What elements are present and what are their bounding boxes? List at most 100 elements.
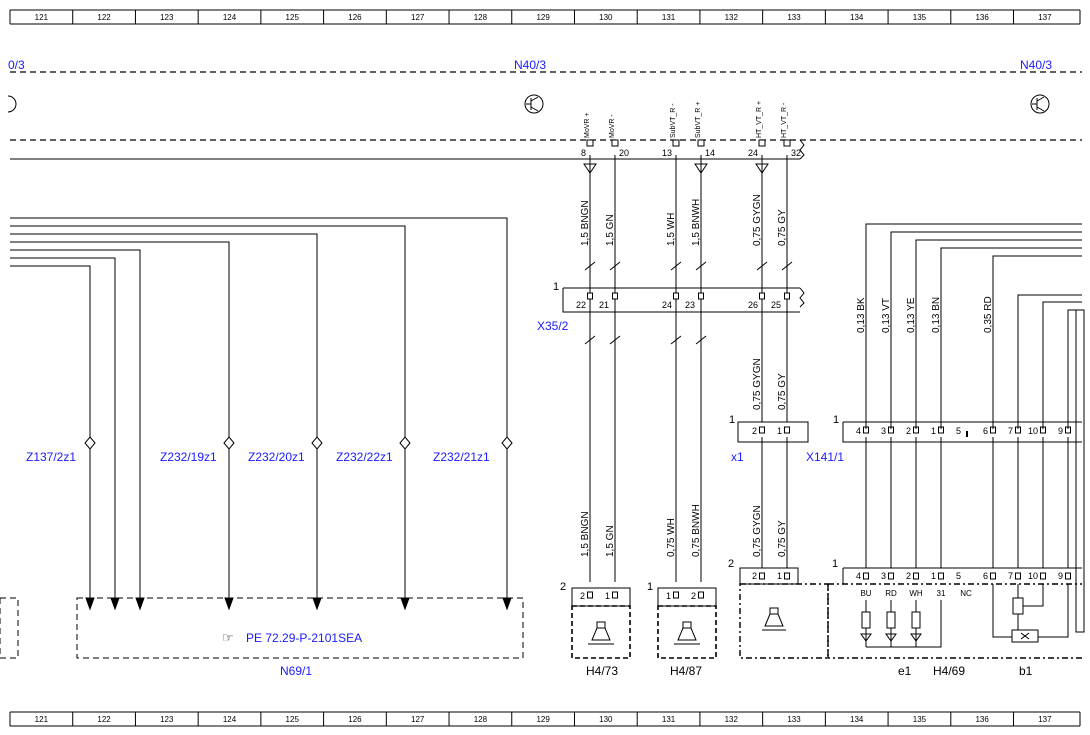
ruler-column-number: 121 xyxy=(35,13,49,22)
module-pin-name: HT_VT_R + xyxy=(756,101,763,138)
connector-pin-number: 5 xyxy=(956,426,961,436)
led-array-icon xyxy=(860,600,942,648)
ruler-column-number: 133 xyxy=(787,13,801,22)
ruler-column-number: 125 xyxy=(286,13,300,22)
wire-label: 0,13 YE xyxy=(906,297,917,333)
ruler-column-number: 125 xyxy=(286,715,300,724)
ruler-column-number: 134 xyxy=(850,715,864,724)
speaker-pin-number: 1 xyxy=(666,591,671,601)
ruler-column-number: 128 xyxy=(474,715,488,724)
connector-mark: 1 xyxy=(833,414,839,426)
unit-pin-number: 5 xyxy=(956,571,961,581)
speaker-pin-number: 1 xyxy=(605,591,610,601)
module-n40-3 xyxy=(10,71,1082,160)
reference-link[interactable]: PE 72.29-P-2101SEA xyxy=(246,631,362,645)
ruler-column-number: 128 xyxy=(474,13,488,22)
left-harness-wires xyxy=(10,217,508,598)
unit-pin-number: 4 xyxy=(856,571,861,581)
module-pin-number: 20 xyxy=(619,148,629,158)
connector-mark: 2 xyxy=(560,581,566,593)
splice-diamonds xyxy=(84,436,513,450)
connector-label: x1 xyxy=(731,450,744,464)
module-label-right: N40/3 xyxy=(1020,58,1052,72)
unit-pin-number: 2 xyxy=(906,571,911,581)
sub-component-b1: b1 xyxy=(1019,664,1033,678)
speaker-icon xyxy=(674,621,700,645)
ruler-column-number: 129 xyxy=(536,13,550,22)
wire-label: 0,75 GY xyxy=(777,520,788,557)
ruler-column-number: 136 xyxy=(975,715,989,724)
ruler-column-number: 132 xyxy=(725,13,739,22)
connector-pin-number: 10 xyxy=(1028,426,1038,436)
ruler-column-number: 127 xyxy=(411,715,425,724)
unit-pin-number: 9 xyxy=(1058,571,1063,581)
speaker-icon xyxy=(588,621,614,645)
unit-pin-number: 2 xyxy=(752,571,757,581)
module-pin-name: MoVR - xyxy=(609,114,616,138)
wire-label: 0,13 BN xyxy=(931,297,942,333)
connector-pin-number: 24 xyxy=(662,300,672,310)
connector-label: X35/2 xyxy=(537,319,569,333)
ruler-column-number: 131 xyxy=(662,13,676,22)
unit-label: H4/69 xyxy=(933,664,965,678)
ruler-column-number: 134 xyxy=(850,13,864,22)
wire-label: 0,13 VT xyxy=(881,298,892,333)
wire-label: 1,5 GN xyxy=(605,214,616,246)
module-pin-name: SubVT_R - xyxy=(670,103,677,138)
partial-unit-left xyxy=(0,597,19,659)
ground-point-label: Z137/2z1 xyxy=(26,450,76,464)
ruler-column-number: 124 xyxy=(223,13,237,22)
connector-pin-number: 23 xyxy=(685,300,695,310)
ground-arrows xyxy=(85,597,512,611)
pin-function-label: NC xyxy=(960,589,972,598)
pin-function-label: RD xyxy=(885,589,897,598)
ruler-column-number: 126 xyxy=(348,715,362,724)
unit-pin-number: 7 xyxy=(1008,571,1013,581)
connector-mark: 1 xyxy=(553,281,559,293)
module-pin-number: 13 xyxy=(662,148,672,158)
connector-mark: 1 xyxy=(647,581,653,593)
ruler-column-number: 135 xyxy=(913,715,927,724)
partial-connector-right xyxy=(1075,309,1085,633)
unit-label: N69/1 xyxy=(280,664,312,678)
wire-label: 0,75 GY xyxy=(777,209,788,246)
speaker-label: H4/73 xyxy=(586,664,618,678)
speaker-pin-number: 2 xyxy=(580,591,585,601)
ruler-column-number: 136 xyxy=(975,13,989,22)
speaker-icon xyxy=(762,607,786,631)
connector-pin-number: 2 xyxy=(906,426,911,436)
ground-marker-icon xyxy=(583,163,769,174)
unit-n69-1: ☞ PE 72.29-P-2101SEA N69/1 xyxy=(76,597,524,678)
connector-pin-number: 1 xyxy=(931,426,936,436)
wire-label: 1,5 BNGN xyxy=(580,511,591,557)
wire-label: 1,5 BNWH xyxy=(691,199,702,246)
pin-function-label: WH xyxy=(909,589,923,598)
connector-mark: 1 xyxy=(832,558,838,570)
wire-label: 1,5 GN xyxy=(605,525,616,557)
connector-pin-number: 9 xyxy=(1058,426,1063,436)
ground-point-label: Z232/22z1 xyxy=(336,450,393,464)
connector-pin-number: 25 xyxy=(771,300,781,310)
module-pin-name: MoVR + xyxy=(584,113,591,138)
ruler-column-number: 122 xyxy=(97,13,111,22)
module-label-left: 0/3 xyxy=(8,58,25,72)
ruler-column-number: 135 xyxy=(913,13,927,22)
ruler-column-number: 131 xyxy=(662,715,676,724)
connector-mark: 2 xyxy=(728,558,734,570)
module-pin-number: 24 xyxy=(748,148,758,158)
unit-pin-number: 1 xyxy=(777,571,782,581)
connector-pin-number: 21 xyxy=(599,300,609,310)
ruler-column-number: 129 xyxy=(536,715,550,724)
speaker-h4-87: 1 H4/87 xyxy=(647,581,717,678)
connector-mark: 1 xyxy=(729,414,735,426)
transistor-icon xyxy=(1030,94,1050,114)
pin-function-label: 31 xyxy=(937,589,946,598)
speaker-pin-number: 2 xyxy=(691,591,696,601)
unit-pin-number: 3 xyxy=(881,571,886,581)
wire-label: 0,75 GYGN xyxy=(752,358,763,410)
ruler-column-number: 137 xyxy=(1038,13,1052,22)
